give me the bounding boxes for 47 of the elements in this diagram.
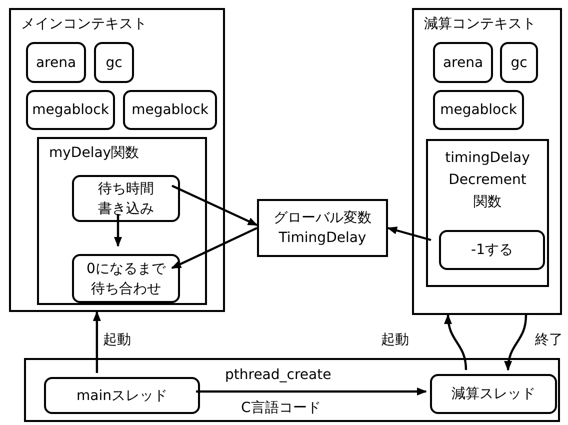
node-label: グローバル変数 TimingDelay: [272, 209, 372, 248]
node-label: megablock: [439, 101, 518, 120]
arrow: [387, 226, 432, 242]
rounded-box: [72, 175, 180, 222]
edge-label: 終了: [535, 331, 563, 349]
frame-title: C言語コード: [241, 399, 321, 418]
frame-title: timingDelay Decrement 関数: [444, 149, 531, 212]
context-frame: [37, 137, 207, 305]
context-frame: [426, 139, 549, 287]
node-label: megablock: [130, 101, 210, 120]
rounded-box: [433, 42, 493, 83]
frame-title: メインコンテキスト: [21, 15, 147, 34]
rounded-box: [430, 374, 557, 414]
rounded-box: [123, 90, 217, 130]
rounded-box: [44, 377, 200, 414]
arrow: [504, 314, 528, 371]
rounded-box: [500, 42, 538, 83]
arrow: [444, 314, 468, 370]
context-frame: [9, 8, 225, 312]
node-label: megablock: [31, 101, 110, 120]
rounded-box: [433, 90, 524, 130]
rounded-box: [439, 230, 545, 270]
node-label: -1する: [470, 241, 514, 260]
arrow: [172, 184, 258, 226]
arrow: [114, 214, 122, 247]
node-label: gc: [104, 54, 124, 72]
rounded-box: [26, 42, 86, 83]
node-label: mainスレッド: [76, 386, 168, 406]
node-label: 減算スレッド: [450, 385, 536, 404]
rounded-box: [26, 90, 115, 130]
frame-title: myDelay関数: [49, 144, 140, 163]
frame-title: 減算コンテキスト: [424, 15, 536, 34]
edge-label: 起動: [103, 331, 131, 349]
context-frame: [24, 358, 560, 422]
rounded-box: [72, 254, 180, 303]
node-label: gc: [510, 54, 528, 72]
arrow: [196, 388, 427, 396]
context-frame: [412, 8, 562, 315]
arrow: [171, 227, 258, 270]
node-label: arena: [442, 54, 484, 72]
node-label: 0になるまで待ち合わせ: [86, 260, 167, 298]
variable-box: [257, 199, 388, 257]
node-label: arena: [34, 54, 78, 72]
arrow: [92, 311, 101, 373]
rounded-box: [94, 42, 134, 83]
edge-label: 起動: [381, 331, 409, 349]
edge-label: pthread_create: [225, 366, 332, 384]
